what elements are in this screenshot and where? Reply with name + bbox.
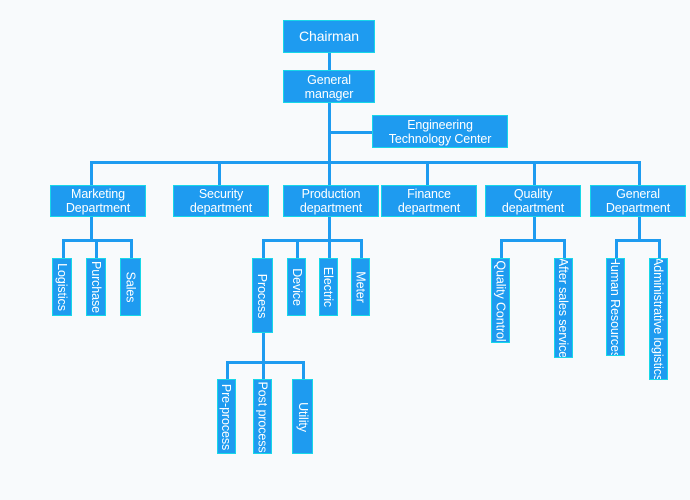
node-utility-label: Utility <box>295 401 310 432</box>
node-administrative-logistics-label: Administrative logistics <box>651 258 666 380</box>
node-purchase-label: Purchase <box>89 260 104 314</box>
node-logistics-label: Logistics <box>55 263 70 311</box>
node-after-sales-service-label: After sales service <box>556 258 571 358</box>
connector-quality-stem <box>533 216 536 239</box>
connector-drop-general <box>638 161 641 185</box>
node-meter-label: Meter <box>353 271 368 303</box>
node-post-process[interactable]: Post process <box>253 379 272 454</box>
connector-general-bus <box>615 239 661 242</box>
connector-general-stem <box>638 216 641 239</box>
node-human-resources[interactable]: Human Resources <box>606 258 625 356</box>
node-chairman-label: Chairman <box>299 27 359 44</box>
node-marketing-department-label: Marketing Department <box>65 187 131 215</box>
connector-drop-purchase <box>95 239 98 259</box>
connector-drop-quality-control <box>500 239 503 259</box>
node-device[interactable]: Device <box>287 258 306 316</box>
node-general-manager-label: General manager <box>304 72 354 101</box>
node-purchase[interactable]: Purchase <box>86 258 106 316</box>
node-utility[interactable]: Utility <box>292 379 313 454</box>
connector-marketing-stem <box>90 216 93 239</box>
node-general-department[interactable]: General Department <box>590 185 686 217</box>
connector-chairman-to-general-manager <box>328 53 331 71</box>
connector-production-stem <box>328 216 331 239</box>
node-pre-process-label: Pre-process <box>219 383 234 450</box>
connector-department-bus <box>90 161 641 164</box>
connector-to-engineering-technology-center <box>328 131 372 134</box>
node-electric[interactable]: Electric <box>319 258 338 316</box>
node-pre-process[interactable]: Pre-process <box>217 379 236 454</box>
node-process-label: Process <box>255 273 270 318</box>
connector-drop-pre-process <box>226 361 229 379</box>
node-security-department[interactable]: Security department <box>173 185 269 217</box>
connector-drop-meter <box>360 239 363 259</box>
node-production-department[interactable]: Production department <box>283 185 379 217</box>
node-post-process-label: Post process <box>255 380 270 453</box>
node-engineering-technology-center-label: Engineering Technology Center <box>388 117 492 146</box>
connector-process-stem <box>262 333 265 361</box>
node-process[interactable]: Process <box>252 258 273 333</box>
connector-drop-human-resources <box>615 239 618 259</box>
node-electric-label: Electric <box>321 266 336 308</box>
connector-drop-administrative-logistics <box>658 239 661 259</box>
node-administrative-logistics[interactable]: Administrative logistics <box>649 258 668 380</box>
connector-drop-after-sales-service <box>563 239 566 259</box>
node-sales[interactable]: Sales <box>120 258 141 316</box>
connector-drop-finance <box>426 161 429 185</box>
node-finance-department[interactable]: Finance department <box>381 185 477 217</box>
node-finance-department-label: Finance department <box>397 187 461 215</box>
node-quality-department[interactable]: Quality department <box>485 185 581 217</box>
node-device-label: Device <box>289 268 304 306</box>
connector-drop-sales <box>130 239 133 259</box>
connector-drop-marketing <box>90 161 93 185</box>
node-general-department-label: General Department <box>605 187 671 215</box>
node-production-department-label: Production department <box>299 187 363 215</box>
connector-quality-bus <box>500 239 566 242</box>
connector-drop-electric <box>328 239 331 259</box>
connector-drop-security <box>218 161 221 185</box>
node-quality-control[interactable]: Quality Control <box>491 258 510 343</box>
connector-drop-utility <box>302 361 305 379</box>
node-marketing-department[interactable]: Marketing Department <box>50 185 146 217</box>
node-general-manager[interactable]: General manager <box>283 70 375 103</box>
node-human-resources-label: Human Resources <box>608 258 623 356</box>
connector-drop-production <box>328 161 331 185</box>
connector-drop-post-process <box>262 361 265 379</box>
node-meter[interactable]: Meter <box>351 258 370 316</box>
connector-drop-device <box>296 239 299 259</box>
connector-production-bus <box>262 239 361 242</box>
node-chairman[interactable]: Chairman <box>283 20 375 53</box>
node-engineering-technology-center[interactable]: Engineering Technology Center <box>372 115 508 148</box>
node-quality-control-label: Quality Control <box>493 259 508 342</box>
node-after-sales-service[interactable]: After sales service <box>554 258 573 358</box>
connector-drop-process <box>262 239 265 259</box>
node-sales-label: Sales <box>123 271 138 303</box>
connector-drop-quality <box>533 161 536 185</box>
node-security-department-label: Security department <box>189 187 253 215</box>
node-quality-department-label: Quality department <box>501 187 565 215</box>
connector-drop-logistics <box>62 239 65 259</box>
node-logistics[interactable]: Logistics <box>52 258 72 316</box>
